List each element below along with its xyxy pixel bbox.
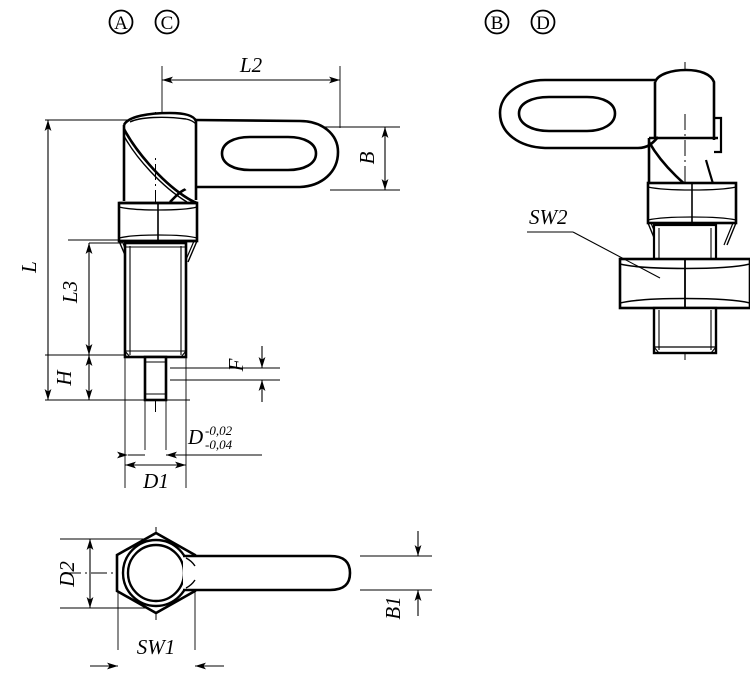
view-tag-d: D: [530, 9, 556, 35]
locating-pin: [143, 355, 168, 402]
dimension-d-tolerance-upper: -0,02: [205, 423, 233, 438]
threaded-shaft-below-nut: [652, 306, 718, 355]
cam-cap-seam: [129, 116, 187, 123]
view-tag-b-label: B: [491, 13, 504, 34]
dimension-l2: L2: [162, 53, 340, 84]
dimension-f: F: [224, 346, 266, 402]
dimension-b-label: B: [355, 151, 379, 164]
cam-tab-right: [714, 116, 723, 154]
leader-sw2-label: SW2: [529, 205, 568, 229]
dimension-h: H: [52, 355, 93, 400]
lever-handle-slot: [220, 135, 318, 172]
cam-body-cap-right: [653, 68, 716, 140]
cam-cap-seam-right: [185, 118, 197, 125]
view-tag-c-label: C: [161, 13, 174, 34]
dimension-d2-label: D2: [55, 561, 79, 588]
dimension-d1: D1: [125, 461, 186, 493]
lever-arm-plan-fillet-top: [185, 557, 196, 567]
lever-arm-plan: [183, 554, 352, 592]
view-tag-b: B: [484, 9, 510, 35]
dimension-h-label: H: [52, 369, 76, 387]
dimension-sw1-label: SW1: [137, 635, 176, 659]
lever-handle-slot-right: [517, 95, 617, 133]
threaded-shaft: [123, 241, 188, 359]
view-tag-d-label: D: [536, 13, 550, 34]
view-tag-a-label: A: [114, 13, 128, 34]
cam-ramp-curve-inner: [123, 135, 188, 203]
lever-arm-plan-fillet-bottom: [185, 579, 196, 589]
dimension-l: L: [17, 120, 52, 400]
view-tag-a: A: [108, 9, 134, 35]
dimension-l-label: L: [17, 261, 41, 274]
cam-ramp-curve: [122, 128, 198, 205]
dimension-d-tolerance-lower: -0,04: [205, 437, 233, 452]
hex-collar-right: [646, 181, 738, 225]
view-tag-c: C: [154, 9, 180, 35]
dimension-d1-label: D1: [142, 469, 169, 493]
dimension-b: B: [355, 127, 389, 190]
sw2-hex-nut: [618, 257, 750, 310]
dimension-l3-label: L3: [58, 281, 82, 304]
dimension-d: D -0,02 -0,04: [117, 423, 262, 459]
dimension-d2: D2: [55, 539, 94, 608]
dimension-l3: L3: [58, 242, 122, 355]
leader-sw2: SW2: [527, 205, 661, 279]
dimension-b1: B1: [381, 531, 422, 620]
cam-body-cap: [122, 111, 198, 200]
dimension-d-label: D: [187, 425, 203, 449]
dimension-l2-label: L2: [239, 53, 263, 77]
hex-collar-front: [117, 201, 199, 243]
dimension-sw1: SW1: [90, 635, 224, 670]
dimension-f-label: F: [224, 358, 248, 372]
dimension-b1-label: B1: [381, 596, 405, 619]
